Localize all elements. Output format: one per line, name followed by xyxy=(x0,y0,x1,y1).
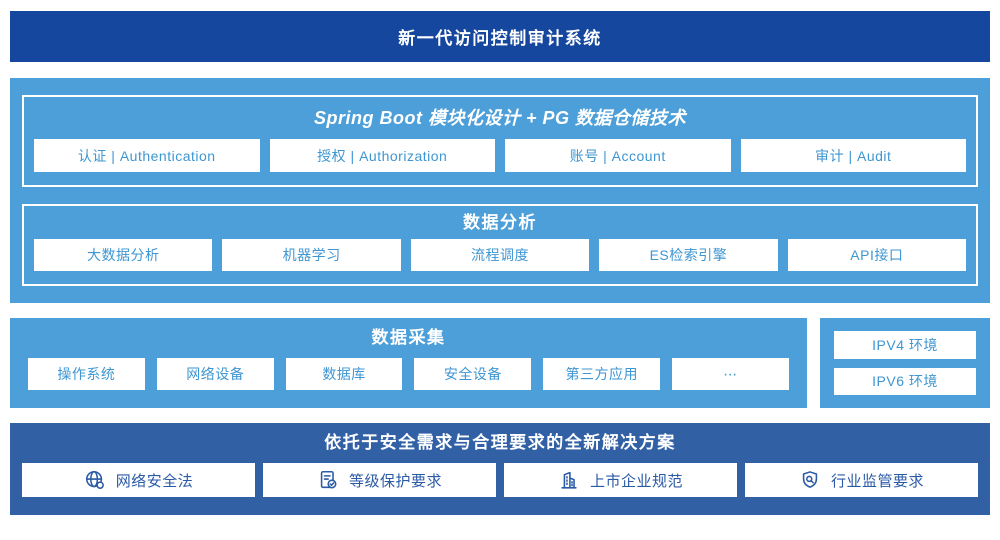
solution-title: 依托于安全需求与合理要求的全新解决方案 xyxy=(324,433,676,452)
solution-label: 网络安全法 xyxy=(115,472,194,490)
spring-boot-title: Spring Boot 模块化设计 + PG 数据仓储技术 xyxy=(313,108,686,128)
source-box-os: 操作系统 xyxy=(28,358,145,390)
page-title-bar: 新一代访问控制审计系统 xyxy=(10,11,990,62)
module-box-bigdata: 大数据分析 xyxy=(34,239,213,271)
source-label: 数据库 xyxy=(322,366,366,382)
solution-panel: 依托于安全需求与合理要求的全新解决方案 网络安全法 等级保护要求 上市企业规范 xyxy=(10,423,990,515)
module-label: ES检索引擎 xyxy=(649,247,728,263)
module-box-workflow: 流程调度 xyxy=(410,239,590,271)
source-box-security-device: 安全设备 xyxy=(414,358,532,390)
collection-source-row: 操作系统 网络设备 数据库 安全设备 第三方应用 ⋯ xyxy=(10,358,807,390)
module-label: 认证 | Authentication xyxy=(77,147,216,164)
env-label: IPV4 环境 xyxy=(872,336,938,353)
source-box-database: 数据库 xyxy=(285,358,403,390)
solution-label: 上市企业规范 xyxy=(589,472,683,490)
module-label: 授权 | Authorization xyxy=(317,147,448,164)
env-box-ipv6: IPV6 环境 xyxy=(834,367,976,395)
env-label: IPV6 环境 xyxy=(872,373,938,390)
page-title: 新一代访问控制审计系统 xyxy=(398,29,602,48)
module-box-authorization: 授权 | Authorization xyxy=(269,139,495,172)
module-label: 机器学习 xyxy=(282,247,341,263)
source-box-ellipsis: ⋯ xyxy=(672,358,789,390)
module-label: 审计 | Audit xyxy=(815,147,892,164)
solution-box-listed-company: 上市企业规范 xyxy=(504,463,737,497)
architecture-diagram: 新一代访问控制审计系统 Spring Boot 模块化设计 + PG 数据仓储技… xyxy=(10,11,990,515)
source-box-third-party: 第三方应用 xyxy=(543,358,661,390)
analysis-module-row: 大数据分析 机器学习 流程调度 ES检索引擎 API接口 xyxy=(24,239,976,271)
source-label: 操作系统 xyxy=(57,366,116,382)
module-box-account: 账号 | Account xyxy=(505,139,731,172)
solution-box-classified-protection: 等级保护要求 xyxy=(263,463,496,497)
source-box-network-device: 网络设备 xyxy=(156,358,274,390)
spring-boot-section: Spring Boot 模块化设计 + PG 数据仓储技术 认证 | Authe… xyxy=(22,95,978,187)
data-analysis-title: 数据分析 xyxy=(463,213,537,232)
solution-label: 行业监管要求 xyxy=(830,472,924,490)
globe-icon xyxy=(84,469,106,491)
module-label: 账号 | Account xyxy=(569,147,666,164)
source-label: 安全设备 xyxy=(443,366,502,382)
module-box-audit: 审计 | Audit xyxy=(740,139,966,172)
platform-panel: Spring Boot 模块化设计 + PG 数据仓储技术 认证 | Authe… xyxy=(10,78,990,303)
env-box-ipv4: IPV4 环境 xyxy=(834,331,976,359)
middle-row: 数据采集 操作系统 网络设备 数据库 安全设备 第三方应用 ⋯ IPV4 环境 … xyxy=(10,318,990,408)
module-box-api: API接口 xyxy=(787,239,967,271)
module-box-es-search: ES检索引擎 xyxy=(599,239,778,271)
module-box-authentication: 认证 | Authentication xyxy=(34,139,260,172)
ellipsis-label: ⋯ xyxy=(723,365,738,382)
environment-panel: IPV4 环境 IPV6 环境 xyxy=(820,318,990,408)
document-check-icon xyxy=(317,469,339,491)
spring-module-row: 认证 | Authentication 授权 | Authorization 账… xyxy=(24,139,976,172)
solution-label: 等级保护要求 xyxy=(348,472,442,490)
data-analysis-section: 数据分析 大数据分析 机器学习 流程调度 ES检索引擎 API接口 xyxy=(22,204,978,286)
source-label: 第三方应用 xyxy=(565,366,638,382)
data-collection-title: 数据采集 xyxy=(371,328,446,347)
module-label: API接口 xyxy=(850,247,904,263)
module-label: 大数据分析 xyxy=(86,247,160,263)
solution-row: 网络安全法 等级保护要求 上市企业规范 行业监管要求 xyxy=(10,463,990,497)
module-box-machine-learning: 机器学习 xyxy=(222,239,401,271)
module-label: 流程调度 xyxy=(471,247,530,263)
solution-box-cybersecurity-law: 网络安全法 xyxy=(22,463,255,497)
source-label: 网络设备 xyxy=(186,366,245,382)
data-collection-panel: 数据采集 操作系统 网络设备 数据库 安全设备 第三方应用 ⋯ xyxy=(10,318,807,408)
solution-box-industry-regulation: 行业监管要求 xyxy=(745,463,978,497)
shield-search-icon xyxy=(799,469,821,491)
building-icon xyxy=(558,469,580,491)
